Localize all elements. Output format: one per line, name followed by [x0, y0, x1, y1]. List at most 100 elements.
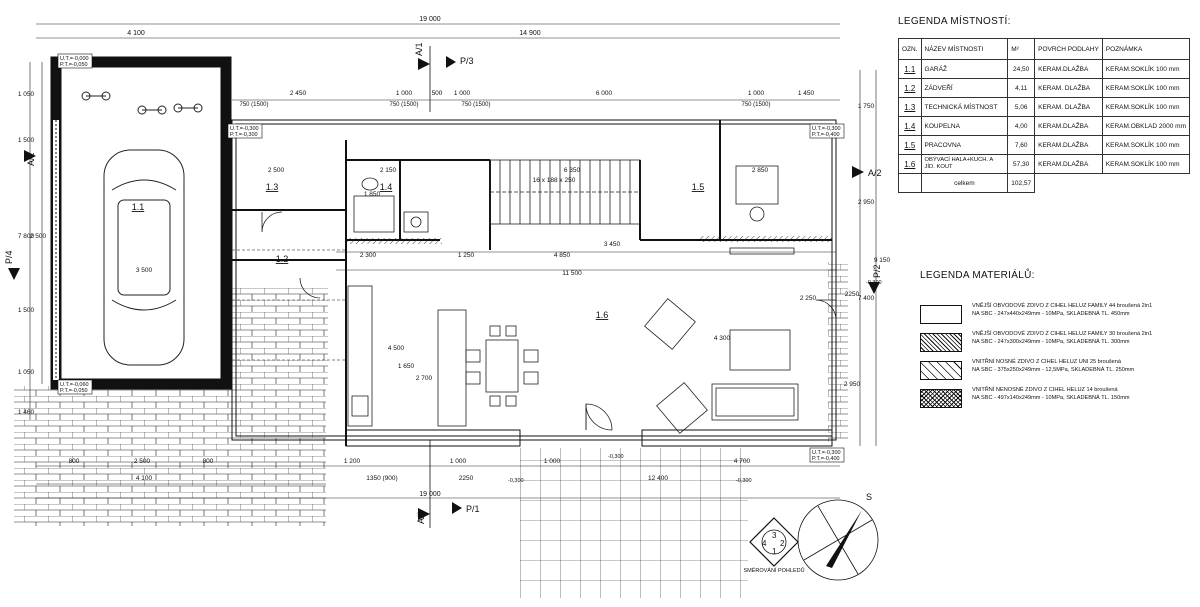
dim-label: 2 300 — [360, 252, 377, 259]
room-area: 5,06 — [1007, 97, 1036, 117]
material-text: VNĚJŠÍ OBVODOVÉ ZDIVO Z CIHEL HELUZ FAMI… — [972, 302, 1192, 318]
material-line: NA SBC - 247x300x249mm - 10MPa, SKLADEBN… — [972, 339, 1130, 345]
room-note: KERAM.SOKLÍK 100 mm — [1101, 135, 1191, 155]
total-row: celkem 102,57 — [898, 173, 1190, 193]
dim-label: 1 460 — [18, 409, 35, 416]
dim-label: 2 450 — [290, 90, 307, 97]
dim-label: 2 250 — [800, 295, 817, 302]
dim-label: 6 000 — [596, 90, 613, 97]
material-item: VNĚJŠÍ OBVODOVÉ ZDIVO Z CIHEL HELUZ FAMI… — [920, 330, 1190, 354]
compass-mark: S — [866, 492, 872, 502]
dim-label: 1 000 — [450, 458, 467, 465]
empty-cell — [898, 173, 922, 193]
material-swatch-plain — [920, 305, 962, 324]
level-text: U.T.=-0,300 — [812, 450, 841, 456]
room-floor: KERAM.DLAŽBA — [1034, 59, 1103, 79]
kitchen-counter — [347, 285, 467, 427]
staircase — [489, 159, 641, 225]
dim-label: 1 650 — [398, 363, 415, 370]
material-text: VNITŘNÍ NENOSNÉ ZDIVO Z CIHEL HELUZ 14 b… — [972, 386, 1192, 402]
view-number: 3 — [772, 531, 777, 540]
room-name: ZÁDVEŘÍ — [920, 78, 1009, 98]
dim-interior: 2 500 2 150 1 850 6 350 2 850 3 500 1 25… — [136, 167, 817, 382]
dim-label: 1 500 — [18, 137, 35, 144]
view-label: SMĚROVÁNÍ POHLEDŮ — [743, 566, 804, 574]
level-text: -0,300 — [508, 478, 524, 484]
room-note: KERAM.OBKLAD 2000 mm — [1101, 116, 1191, 136]
dim-label: 2 500 — [134, 458, 151, 465]
room-label-1-2: 1.2 — [276, 254, 289, 264]
level-text: P.T.=-0,400 — [812, 132, 840, 138]
room-area: 24,50 — [1007, 59, 1036, 79]
dim-label: 1 200 — [344, 458, 361, 465]
table-row: 1.6 OBÝVACÍ HALA+KUCH. A JÍD. KOUT 57,30… — [898, 154, 1191, 174]
room-id: 1.2 — [898, 78, 922, 98]
dim-label: 4 850 — [554, 252, 571, 259]
level-text: P.T.=-0,050 — [60, 62, 88, 68]
header-cell: OZN. — [898, 38, 922, 60]
section-label: A/1 — [416, 510, 426, 524]
material-item: VNĚJŠÍ OBVODOVÉ ZDIVO Z CIHEL HELUZ FAMI… — [920, 302, 1190, 326]
dim-label: 12 400 — [648, 475, 668, 482]
dim-label: 750 (1500) — [461, 102, 490, 108]
dim-label: 800 — [69, 458, 80, 465]
dim-label: 1 000 — [544, 458, 561, 465]
section-label: A/1 — [414, 42, 424, 56]
empty-cell — [1035, 174, 1103, 193]
room-floor: KERAM.DLAŽBA — [1034, 154, 1103, 174]
view-number: 2 — [780, 539, 785, 548]
room-area: 4,00 — [1007, 116, 1036, 136]
header-cell: NÁZEV MÍSTNOSTI — [920, 38, 1009, 60]
section-markers: A/1 P/3 A/1 P/1 A/2 P/4 A/2 P/2 — [4, 42, 882, 528]
material-text: VNĚJŠÍ OBVODOVÉ ZDIVO Z CIHEL HELUZ FAMI… — [972, 330, 1192, 346]
dim-top-right: 14 900 — [519, 30, 541, 37]
material-swatch-cross-hatched — [920, 389, 962, 408]
material-text: VNITŘNÍ NOSNÉ ZDIVO Z CIHEL HELUZ UNI 25… — [972, 358, 1192, 374]
material-item: VNITŘNÍ NOSNÉ ZDIVO Z CIHEL HELUZ UNI 25… — [920, 358, 1190, 382]
room-id: 1.5 — [898, 135, 922, 155]
room-note: KERAM.SOKLÍK 100 mm — [1101, 97, 1191, 117]
stair-label: 16 x 188 x 250 — [533, 177, 576, 184]
room-id: 1.4 — [898, 116, 922, 136]
level-text: P.T.=-0,050 — [60, 388, 88, 394]
dim-label: 800 — [203, 458, 214, 465]
hatched-wall-study — [700, 236, 832, 242]
dim-label: 4 300 — [714, 335, 731, 342]
room-id: 1.3 — [898, 97, 922, 117]
section-label: A/2 — [868, 168, 882, 178]
dim-label: 1 850 — [364, 191, 381, 198]
dim-label: 2 500 — [30, 233, 47, 240]
dim-label: 500 — [432, 90, 443, 97]
room-id: 1.6 — [898, 154, 922, 174]
dim-label: 9 150 — [874, 257, 891, 264]
dim-label: 11 500 — [562, 270, 582, 277]
living-furniture — [644, 298, 799, 434]
dim-label: 1 000 — [396, 90, 413, 97]
material-item: VNITŘNÍ NENOSNÉ ZDIVO Z CIHEL HELUZ 14 b… — [920, 386, 1190, 410]
header-cell: M² — [1007, 38, 1036, 60]
doors — [261, 211, 837, 431]
room-label-1-6: 1.6 — [596, 310, 609, 320]
room-note: KERAM.SOKLÍK 100 mm — [1101, 78, 1191, 98]
room-floor: KERAM. DLAŽBA — [1034, 97, 1103, 117]
level-text: U.T.=-0,300 — [812, 126, 841, 132]
dim-overall-top: 19 000 — [419, 16, 441, 23]
dim-label: 2 950 — [844, 381, 861, 388]
room-note: KERAM.SOKLÍK 100 mm — [1101, 154, 1191, 174]
room-name: TECHNICKÁ MÍSTNOST — [920, 97, 1009, 117]
dim-label: 3 500 — [136, 267, 153, 274]
section-label: P/2 — [872, 264, 882, 278]
room-label-1-4: 1.4 — [380, 182, 393, 192]
dim-label: 1 050 — [18, 369, 35, 376]
dim-label: 750 (1500) — [741, 102, 770, 108]
dim-top-left: 4 100 — [127, 30, 145, 37]
room-name: KOUPELNA — [920, 116, 1009, 136]
dim-label: 1 750 — [858, 103, 875, 110]
material-legend-title: LEGENDA MATERIÁLŮ: — [920, 270, 1035, 281]
room-name: PRACOVNA — [920, 135, 1009, 155]
terrace-tiles — [520, 448, 748, 598]
dim-label: 2 950 — [858, 199, 875, 206]
room-note: KERAM.SOKLÍK 100 mm — [1101, 59, 1191, 79]
level-text: -0,300 — [736, 478, 752, 484]
